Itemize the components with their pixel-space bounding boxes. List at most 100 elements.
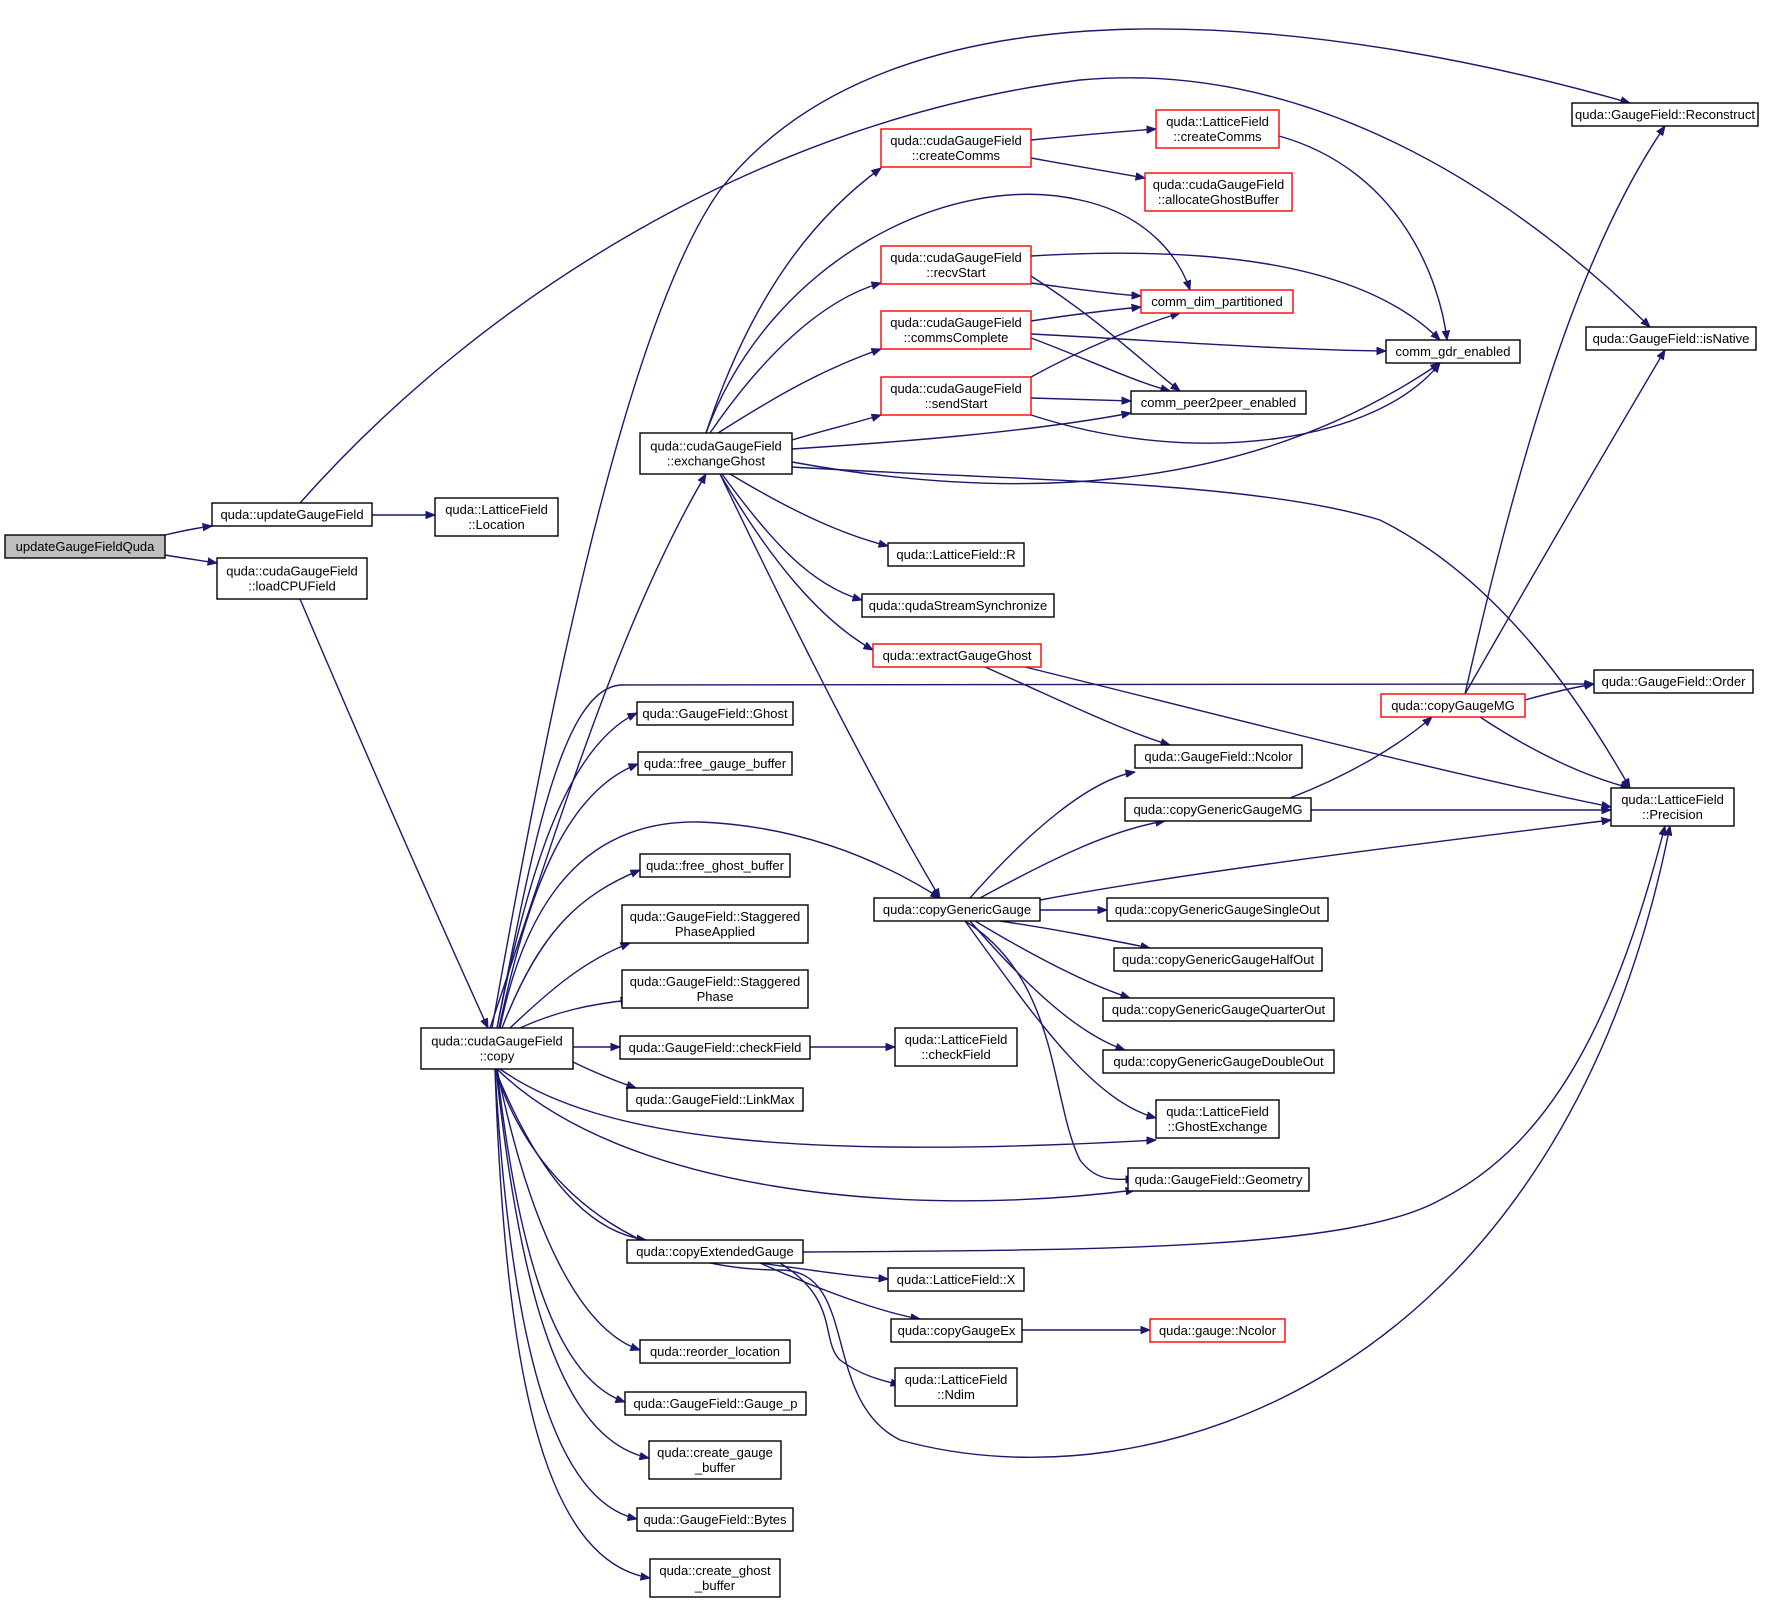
edge-loadCPU-to-copy [299,598,489,1028]
node-cgSingle[interactable]: quda::copyGenericGaugeSingleOut [1106,897,1329,922]
node-gfGeometry[interactable]: quda::GaugeField::Geometry [1127,1167,1310,1192]
node-lfNdim[interactable]: quda::LatticeField::Ndim [894,1367,1018,1407]
edge-path [519,1000,630,1029]
node-box [1106,897,1329,922]
edge-path [1024,666,1611,807]
node-label: quda::cudaGaugeField [226,564,358,579]
node-label: quda::LatticeField [445,502,548,517]
node-label: quda::GaugeField::checkField [629,1040,802,1055]
node-gfGhost[interactable]: quda::GaugeField::Ghost [636,701,794,726]
node-copy[interactable]: quda::cudaGaugeField::copy [420,1027,574,1070]
node-p2p[interactable]: comm_peer2peer_enabled [1130,390,1307,415]
node-copyGaugeEx[interactable]: quda::copyGaugeEx [890,1318,1023,1343]
node-box [1593,669,1754,694]
node-createComms[interactable]: quda::cudaGaugeField::createComms [880,128,1032,168]
node-sendStart[interactable]: quda::cudaGaugeField::sendStart [880,376,1032,416]
node-copyGaugeMG[interactable]: quda::copyGaugeMG [1380,693,1526,718]
node-gfBytes[interactable]: quda::GaugeField::Bytes [636,1507,794,1532]
edge-copyExt-to-lfNdim [779,1262,900,1385]
node-extractGhost[interactable]: quda::extractGaugeGhost [872,643,1042,668]
node-label: quda::GaugeField::Geometry [1135,1172,1303,1187]
node-freeGhost[interactable]: quda::free_ghost_buffer [639,853,791,878]
node-root[interactable]: updateGaugeFieldQuda [4,534,166,559]
node-updGF[interactable]: quda::updateGaugeField [211,502,373,527]
node-lfCreateComms[interactable]: quda::LatticeField::createComms [1155,109,1280,149]
node-streamSync[interactable]: quda::qudaStreamSynchronize [861,593,1055,618]
edge-exGhost-to-commsComplete [717,349,881,434]
node-copyExt[interactable]: quda::copyExtendedGauge [626,1239,804,1264]
edge-path [969,772,1135,899]
node-label: quda::GaugeField::Reconstruct [1575,107,1755,122]
node-gdr[interactable]: comm_gdr_enabled [1385,339,1521,364]
edge-path [299,77,1650,504]
edge-layer [164,28,1670,1578]
edge-commsComplete-to-gdr [1030,333,1386,351]
node-label: quda::free_ghost_buffer [646,858,784,873]
node-label: quda::copyGenericGauge [883,902,1031,917]
edge-exGhost-to-gdr [791,363,1440,485]
edge-copy-to-createGhost [494,1068,650,1578]
node-locLF[interactable]: quda::LatticeField::Location [434,497,559,537]
edge-path [979,821,1165,899]
node-cgHalf[interactable]: quda::copyGenericGaugeHalfOut [1113,947,1323,972]
node-commDim[interactable]: comm_dim_partitioned [1140,289,1294,314]
node-commsComplete[interactable]: quda::cudaGaugeField::commsComplete [880,310,1032,350]
edge-path [1030,333,1386,351]
node-gfNcolor[interactable]: quda::GaugeField::Ncolor [1134,744,1303,769]
node-createGhost[interactable]: quda::create_ghost_buffer [649,1558,781,1598]
node-lfR[interactable]: quda::LatticeField::R [887,542,1025,567]
edge-copyExt-to-lfX [759,1262,888,1279]
node-box [619,1035,811,1060]
edge-path [759,1262,888,1279]
node-lfPrecision[interactable]: quda::LatticeField::Precision [1610,787,1735,827]
node-gaugeP[interactable]: quda::GaugeField::Gauge_p [624,1391,807,1416]
node-gfIsNative[interactable]: quda::GaugeField::isNative [1585,326,1757,351]
node-lfCheck[interactable]: quda::LatticeField::checkField [894,1027,1018,1067]
node-allocGhost[interactable]: quda::cudaGaugeField::allocateGhostBuffe… [1144,172,1293,212]
node-box [1610,787,1735,827]
node-ghostExch[interactable]: quda::LatticeField::GhostExchange [1155,1099,1280,1139]
node-gfLinkMax[interactable]: quda::GaugeField::LinkMax [626,1087,804,1112]
edge-copy-to-gfLinkMax [572,1061,636,1088]
edge-path [164,554,217,563]
edge-path [494,1068,646,1240]
edge-path [496,712,637,1029]
node-label: quda::LatticeField [905,1372,1008,1387]
node-lfX[interactable]: quda::LatticeField::X [887,1267,1025,1292]
node-recvStart[interactable]: quda::cudaGaugeField::recvStart [880,245,1032,285]
node-copyGen[interactable]: quda::copyGenericGauge [873,897,1041,922]
edge-copy-to-lfPrecision [494,826,1670,1458]
node-label: quda::GaugeField::Bytes [643,1512,787,1527]
node-box [648,1440,782,1480]
edge-path [496,1068,1135,1202]
node-label: ::createComms [912,148,1001,163]
node-gaugeNcolor[interactable]: quda::gauge::Ncolor [1149,1318,1286,1343]
node-label: quda::gauge::Ncolor [1159,1323,1277,1338]
node-gfReconstruct[interactable]: quda::GaugeField::Reconstruct [1571,102,1759,127]
node-box [4,534,166,559]
edge-path [974,920,1130,998]
node-label: PhaseApplied [675,924,755,939]
node-freeGauge[interactable]: quda::free_gauge_buffer [637,751,793,776]
node-exGhost[interactable]: quda::cudaGaugeField::exchangeGhost [639,432,793,475]
edge-path [499,821,940,1029]
node-box [621,904,809,944]
node-createGauge[interactable]: quda::create_gauge_buffer [648,1440,782,1480]
node-box [1571,102,1759,127]
node-loadCPU[interactable]: quda::cudaGaugeField::loadCPUField [216,557,368,600]
node-box [649,1558,781,1598]
node-cgDouble[interactable]: quda::copyGenericGaugeDoubleOut [1102,1049,1335,1074]
node-copyGenMG[interactable]: quda::copyGenericGaugeMG [1124,797,1312,822]
edge-exGhost-to-p2p [791,413,1131,450]
node-cgQuarter[interactable]: quda::copyGenericGaugeQuarterOut [1102,997,1335,1022]
node-box [1124,797,1312,822]
edge-path [791,363,1440,485]
node-gfCheck[interactable]: quda::GaugeField::checkField [619,1035,811,1060]
node-reorder[interactable]: quda::reorder_location [639,1339,791,1364]
edge-copyGaugeMG-to-gfOrder [1524,684,1594,701]
edge-path [494,1068,650,1578]
edge-copyGen-to-ghostExch [964,920,1156,1118]
node-gfOrder[interactable]: quda::GaugeField::Order [1593,669,1754,694]
